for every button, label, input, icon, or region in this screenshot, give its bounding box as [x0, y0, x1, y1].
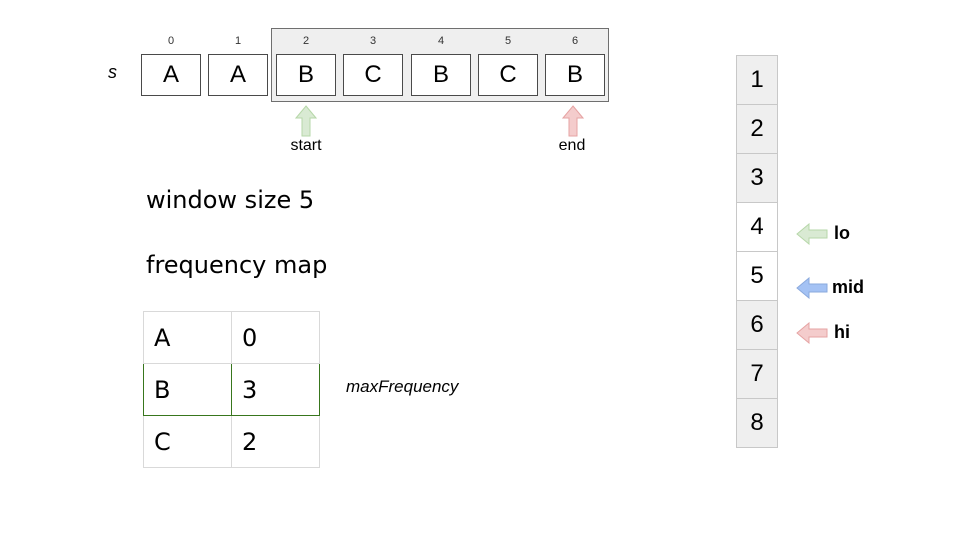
start-arrow-icon — [295, 105, 317, 137]
index-label: 0 — [167, 35, 175, 47]
max-frequency-label: maxFrequency — [346, 377, 459, 396]
window-size-text: window size 5 — [146, 186, 315, 214]
end-arrow-icon — [562, 105, 584, 137]
freq-key-cell: A — [143, 311, 232, 364]
freq-value-cell: 3 — [231, 363, 320, 416]
end-pointer-label: end — [558, 137, 586, 154]
char-cell: B — [276, 54, 336, 96]
search-value-cell: 5 — [736, 251, 778, 301]
freq-value-cell: 2 — [231, 415, 320, 468]
index-label: 1 — [234, 35, 242, 47]
index-label: 5 — [504, 35, 512, 47]
search-value-cell: 7 — [736, 349, 778, 399]
table-row: C 2 — [143, 415, 320, 468]
freq-value-cell: 0 — [231, 311, 320, 364]
search-value-cell: 4 — [736, 202, 778, 252]
hi-arrow-icon — [796, 322, 828, 344]
hi-pointer-label: hi — [834, 322, 850, 342]
search-value-cell: 1 — [736, 55, 778, 105]
index-label: 4 — [437, 35, 445, 47]
freq-key-cell: C — [143, 415, 232, 468]
search-range-column: 1 2 3 4 5 6 7 8 — [736, 55, 778, 448]
mid-pointer-label: mid — [832, 277, 865, 297]
frequency-map-table: A 0 B 3 C 2 — [143, 311, 320, 468]
index-label: 2 — [302, 35, 310, 47]
char-cell: B — [411, 54, 471, 96]
frequency-map-title: frequency map — [146, 251, 328, 279]
string-variable-label: s — [108, 62, 117, 82]
char-cell: A — [208, 54, 268, 96]
search-value-cell: 6 — [736, 300, 778, 350]
lo-pointer-label: lo — [834, 223, 850, 243]
index-label: 6 — [571, 35, 579, 47]
lo-arrow-icon — [796, 223, 828, 245]
mid-arrow-icon — [796, 277, 828, 299]
char-cell: C — [478, 54, 538, 96]
start-pointer-label: start — [290, 137, 322, 154]
table-row: A 0 — [143, 311, 320, 364]
search-value-cell: 3 — [736, 153, 778, 203]
search-value-cell: 2 — [736, 104, 778, 154]
char-cell: C — [343, 54, 403, 96]
table-row-max: B 3 — [143, 363, 320, 416]
char-cell: A — [141, 54, 201, 96]
index-label: 3 — [369, 35, 377, 47]
freq-key-cell: B — [143, 363, 232, 416]
char-cell: B — [545, 54, 605, 96]
search-value-cell: 8 — [736, 398, 778, 448]
